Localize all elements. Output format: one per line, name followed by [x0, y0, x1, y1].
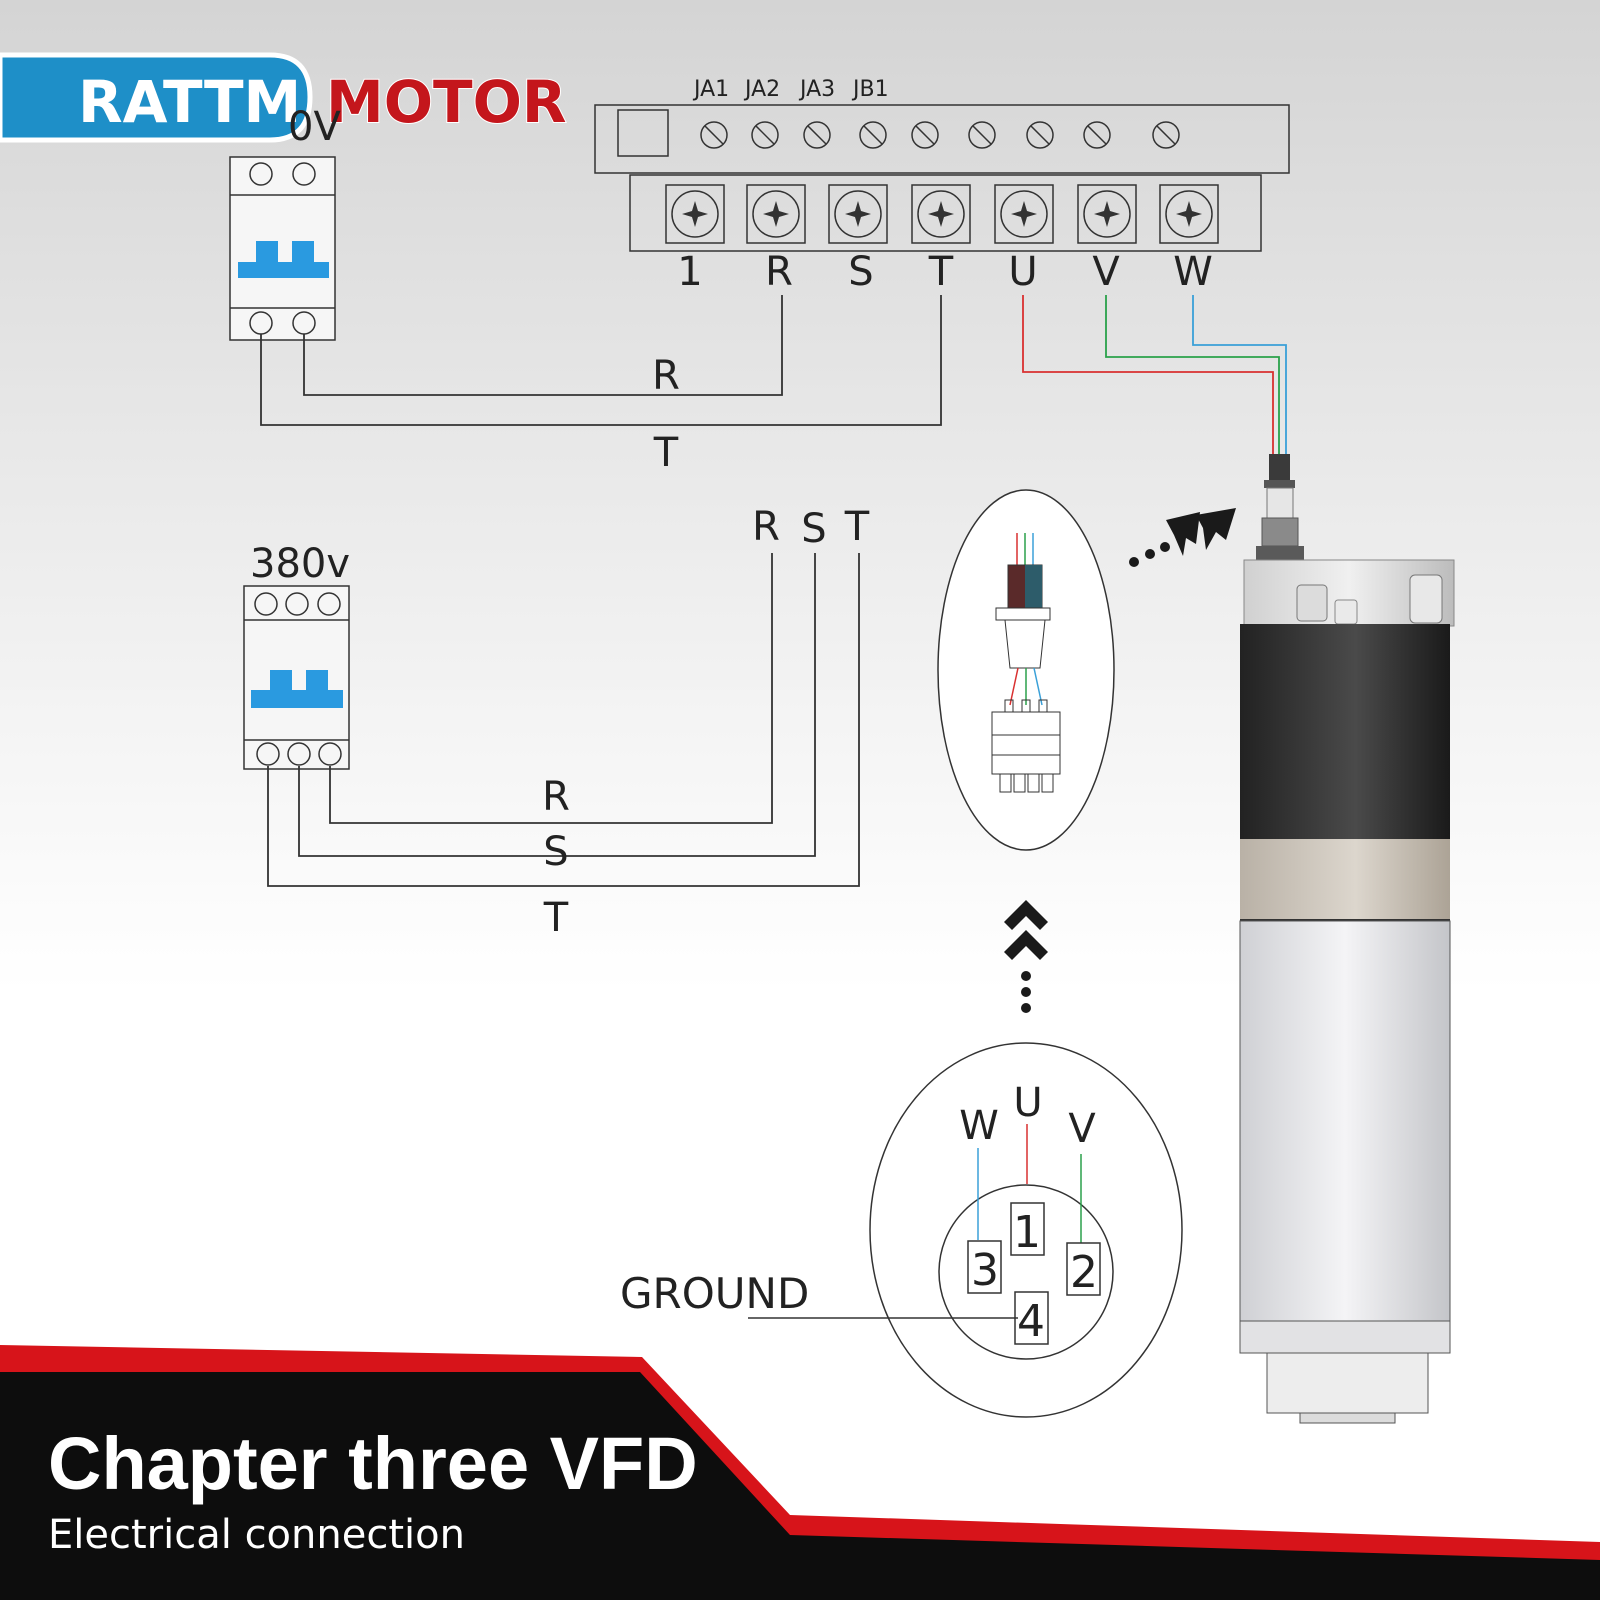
- pin-3: 3: [971, 1245, 999, 1296]
- arrow-chevrons-up-icon: [1004, 900, 1048, 1013]
- vfd-terminal-block: JA1 JA2 JA3 JB1 1 R S T U V W: [594, 77, 1290, 295]
- three-phase-wires: [267, 553, 860, 887]
- ground-label: GROUND: [620, 1269, 809, 1318]
- footer-banner: Chapter three VFD Electrical connection: [0, 1345, 1600, 1600]
- power-label-r: R: [765, 249, 793, 295]
- terminal-label-jb1: JB1: [851, 77, 889, 102]
- power-label-w: W: [1173, 249, 1213, 295]
- brand-logo: RATTM MOTOR: [0, 52, 568, 143]
- power-label-u: U: [1008, 249, 1037, 295]
- brand-left-text: RATTM: [78, 68, 301, 136]
- terminal-label-ja1: JA1: [692, 77, 729, 102]
- footer-subtitle: Electrical connection: [48, 1512, 465, 1558]
- three-phase-breaker: 380v: [243, 541, 350, 770]
- single-phase-voltage: 0V: [288, 104, 341, 150]
- three-wire-label-t: T: [543, 895, 569, 941]
- connector-detail: [937, 489, 1115, 851]
- arrow-chevrons-icon: [1129, 508, 1236, 567]
- brand-right-text: MOTOR: [326, 68, 567, 136]
- three-wire-label-s: S: [543, 829, 568, 875]
- pin-2: 2: [1070, 1247, 1098, 1298]
- rst-label-s: S: [801, 506, 826, 552]
- three-wire-label-r: R: [542, 774, 570, 820]
- pin-1: 1: [1013, 1207, 1041, 1258]
- motor-wires: [1022, 295, 1287, 455]
- pin-4: 4: [1017, 1296, 1045, 1347]
- control-terminal-strip: [594, 104, 1290, 174]
- rst-label-r: R: [752, 504, 780, 550]
- power-label-1: 1: [677, 249, 702, 295]
- control-screws: [700, 121, 1180, 149]
- single-wire-label-r: R: [652, 353, 680, 399]
- three-phase-voltage: 380v: [250, 541, 350, 587]
- power-screws: [665, 184, 1219, 244]
- connector-pinout: W U V 1 2 3 4 GROUND: [620, 1042, 1183, 1418]
- pinout-label-v: V: [1068, 1106, 1096, 1152]
- terminal-label-ja3: JA3: [798, 77, 835, 102]
- power-label-v: V: [1092, 249, 1120, 295]
- single-phase-breaker: 0V: [229, 104, 341, 341]
- terminal-label-ja2: JA2: [743, 77, 780, 102]
- power-terminal-strip: [629, 174, 1262, 252]
- single-wire-label-t: T: [653, 430, 679, 476]
- power-label-t: T: [928, 249, 954, 295]
- breaker-toggle-3p: [251, 670, 343, 708]
- footer-title: Chapter three VFD: [48, 1422, 698, 1505]
- rst-label-t: T: [844, 504, 870, 550]
- single-phase-wires: [260, 295, 942, 426]
- spindle-motor: [1239, 454, 1455, 1424]
- pinout-label-u: U: [1013, 1080, 1042, 1126]
- breaker-toggle: [238, 241, 329, 278]
- power-screw-stars: [682, 201, 1202, 227]
- pinout-label-w: W: [959, 1103, 999, 1149]
- power-label-s: S: [848, 249, 873, 295]
